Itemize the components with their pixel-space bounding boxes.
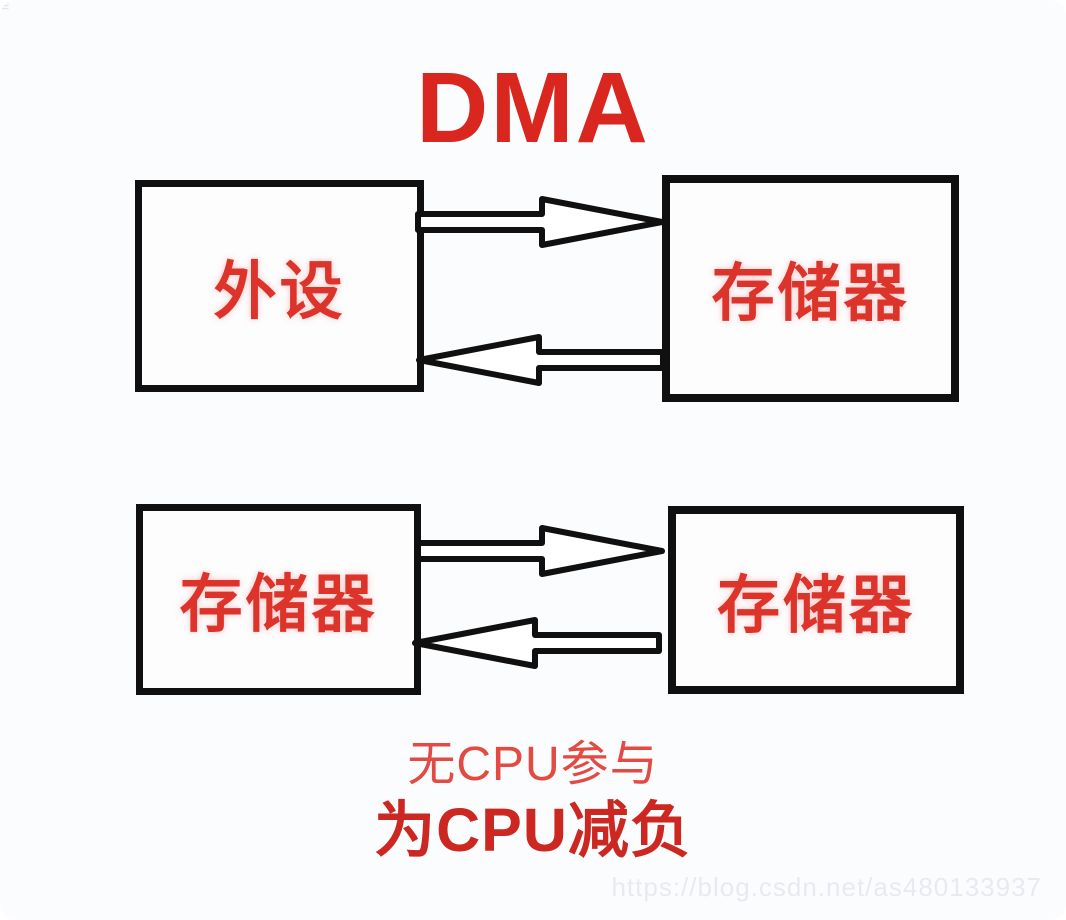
- memory-box-row2-right: 存储器: [668, 506, 964, 694]
- memory-label-row2-left: 存储器: [179, 570, 378, 640]
- arrow-left-icon: [416, 330, 666, 390]
- diagram-title: DMA: [416, 52, 650, 164]
- caption-cpu-offload: 为CPU减负: [374, 796, 692, 864]
- arrow-left-icon: [411, 613, 663, 673]
- caption-no-cpu: 无CPU参与: [407, 738, 659, 791]
- watermark-url: https://blog.csdn.net/as480133937: [611, 872, 1042, 902]
- memory-label-row1: 存储器: [711, 259, 910, 329]
- peripheral-box: 外设: [135, 180, 424, 392]
- arrow-right-icon: [414, 521, 666, 581]
- memory-box-row2-left: 存储器: [136, 504, 421, 695]
- corner-smudge-icon: ≡: [0, 0, 10, 15]
- memory-box-row1: 存储器: [662, 175, 959, 402]
- memory-label-row2-right: 存储器: [717, 570, 915, 641]
- peripheral-label: 外设: [213, 256, 346, 327]
- arrow-right-icon: [415, 192, 665, 252]
